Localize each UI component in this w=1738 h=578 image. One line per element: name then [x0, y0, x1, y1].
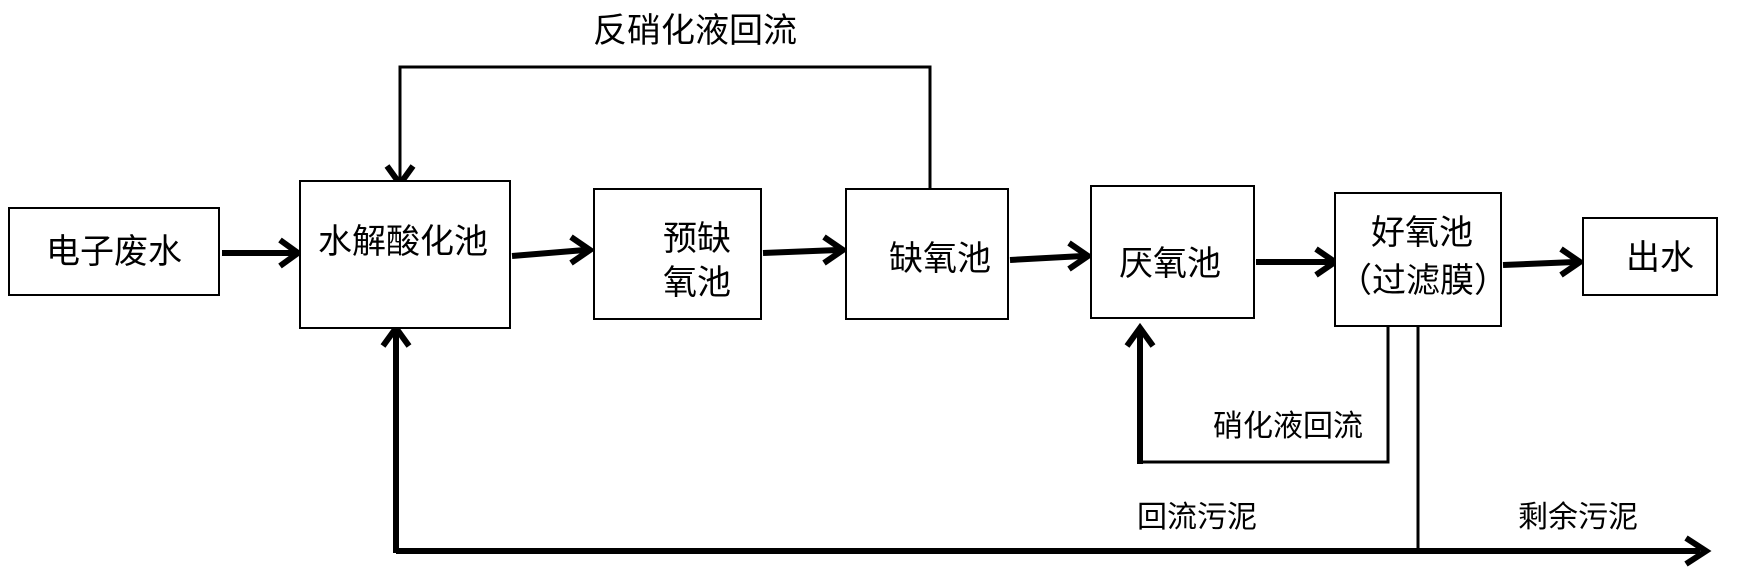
denitrification-return-loop [384, 65, 932, 190]
arrowhead-excess-sludge [1684, 535, 1712, 567]
anaerobic-box: 厌氧池 [1090, 185, 1255, 319]
wastewater-label: 电子废水 [46, 232, 182, 272]
arrow-anoxic-to-anaerobic [1009, 253, 1084, 263]
denitrification-return-line [398, 65, 932, 188]
hydrolysis-acidification-box: 水解酸化池 [299, 180, 511, 329]
nitrification-return-label: 硝化液回流 [1213, 409, 1363, 444]
aerobic-label: 好氧池 [1371, 213, 1473, 253]
pre-anoxic-label-line2: 氧池 [663, 263, 731, 303]
hydrolysis-acidification-label: 水解酸化池 [318, 222, 488, 262]
pre-anoxic-label-line1: 预缺 [663, 219, 731, 259]
arrow-aerobic-to-effluent [1502, 259, 1576, 268]
nitrification-return-line [1140, 327, 1390, 464]
membrane-label: （过滤膜） [1338, 261, 1508, 301]
denitrification-return-label: 反硝化液回流 [593, 11, 797, 51]
return-sludge-label: 回流污泥 [1137, 500, 1257, 535]
arrow-hydrolysis-to-preanoxic [511, 247, 586, 259]
main-flow-arrows [222, 234, 1586, 278]
arrowhead-hydrolysis-to-preanoxic [569, 234, 596, 266]
arrow-preanoxic-to-anoxic [762, 247, 839, 256]
anaerobic-label: 厌氧池 [1119, 244, 1221, 284]
aerobic-membrane-box: 好氧池 （过滤膜） [1334, 192, 1508, 327]
arrowhead-preanoxic-to-anoxic [822, 234, 849, 266]
arrowhead-wastewater-to-hydrolysis [278, 237, 304, 269]
anoxic-box: 缺氧池 [845, 188, 1009, 320]
wastewater-box: 电子废水 [8, 207, 220, 296]
pre-anoxic-box: 预缺 氧池 [593, 188, 762, 320]
effluent-label: 出水 [1626, 238, 1694, 278]
effluent-box: 出水 [1582, 217, 1718, 296]
arrowhead-anoxic-to-anaerobic [1067, 240, 1094, 272]
arrowhead-nitrification-return [1124, 322, 1156, 348]
anoxic-label: 缺氧池 [889, 239, 991, 279]
nitrification-return-loop [1124, 322, 1390, 464]
arrowhead-aerobic-to-effluent [1559, 246, 1586, 278]
sludge-lines [380, 322, 1712, 567]
excess-sludge-label: 剩余污泥 [1518, 500, 1638, 535]
